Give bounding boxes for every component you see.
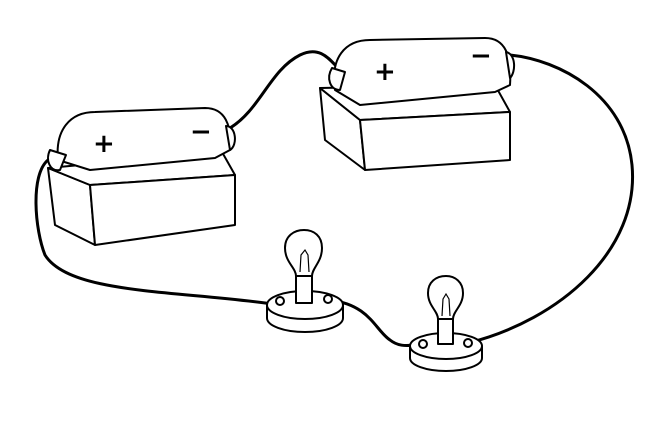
battery-terminal-right [225, 125, 236, 151]
bulb-socket [437, 317, 454, 345]
terminal-screw [463, 338, 473, 348]
plus-sign: + [93, 129, 115, 159]
battery-terminal-left [47, 149, 67, 172]
bulb-2 [409, 275, 483, 372]
terminal-screw [418, 339, 428, 349]
minus-sign: − [470, 41, 492, 71]
bulb-glass-icon [284, 229, 323, 277]
bulb-filament [299, 248, 310, 273]
battery-terminal-left [328, 67, 346, 91]
minus-sign: − [190, 117, 212, 147]
terminal-screw [323, 294, 333, 304]
battery-cell [333, 37, 512, 106]
battery-box-front [359, 111, 511, 171]
wire-battery1-to-bulb1 [34, 158, 282, 307]
bulb-1 [266, 229, 344, 333]
terminal-screw [275, 296, 285, 306]
bulb-filament [441, 292, 451, 317]
bulb-socket [295, 274, 313, 304]
plus-sign: + [374, 57, 396, 87]
battery-box-front [89, 174, 236, 246]
battery-terminal-right [505, 51, 516, 79]
bulb-glass-icon [427, 275, 464, 320]
battery-2: + − [319, 37, 516, 171]
wire-battery1-to-battery2 [228, 50, 340, 130]
wire-bulb2-to-battery2 [466, 53, 635, 345]
battery-1: + − [47, 107, 236, 246]
